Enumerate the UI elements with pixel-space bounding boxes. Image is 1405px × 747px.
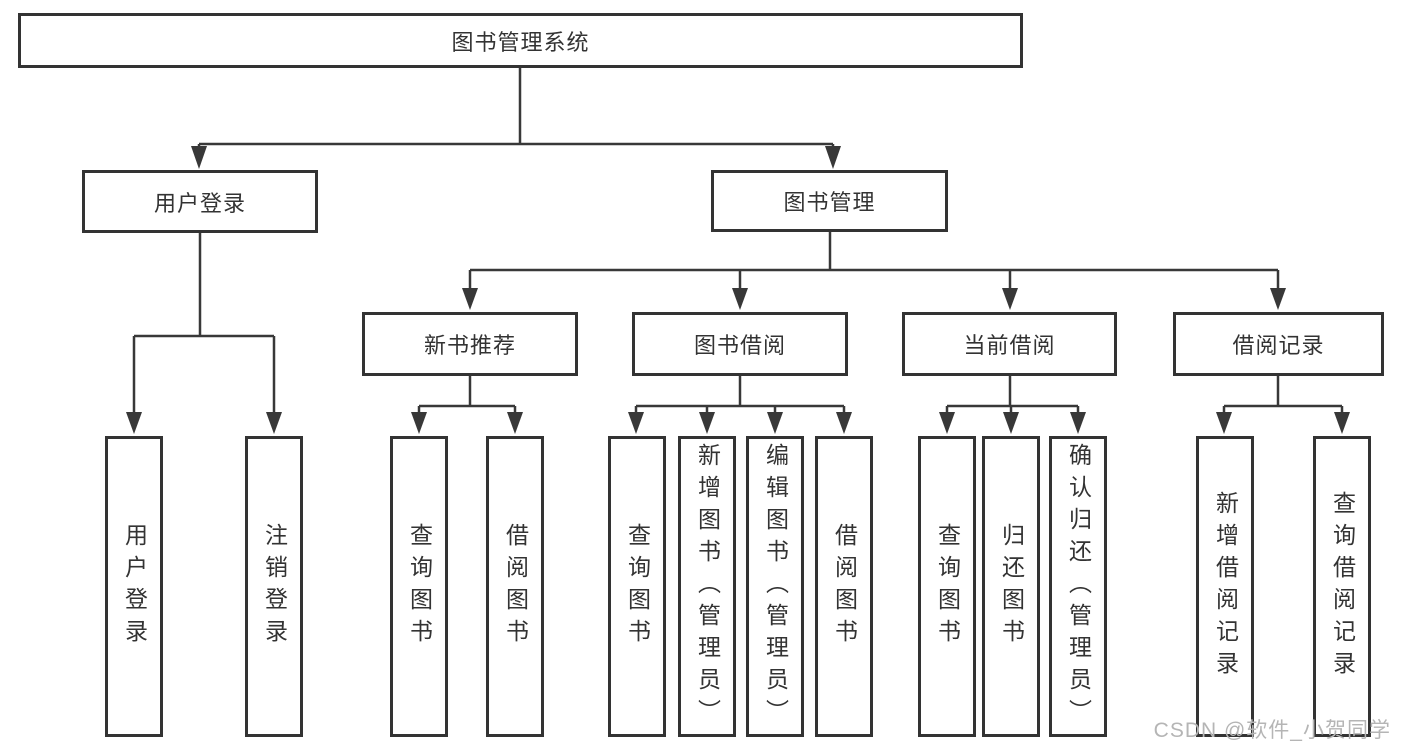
node-label: 确认归还（管理员） bbox=[1065, 442, 1092, 731]
node-label: 查询图书 bbox=[934, 522, 961, 651]
node-label: 归还图书 bbox=[998, 522, 1025, 651]
node-book-borrowing: 图书借阅 bbox=[632, 312, 848, 376]
leaf-edit-books-admin: 编辑图书（管理员） bbox=[746, 436, 804, 737]
node-label: 查询图书 bbox=[624, 522, 651, 651]
leaf-confirm-return-admin: 确认归还（管理员） bbox=[1049, 436, 1107, 737]
node-label: 注销登录 bbox=[261, 522, 288, 651]
node-label: 借阅图书 bbox=[502, 522, 529, 651]
node-label: 图书管理 bbox=[783, 190, 876, 215]
node-label: 用户登录 bbox=[121, 522, 148, 651]
leaf-borrow-books-recommend: 借阅图书 bbox=[486, 436, 544, 737]
leaf-query-books-borrow: 查询图书 bbox=[608, 436, 666, 737]
node-label: 图书管理系统 bbox=[451, 29, 590, 55]
node-label: 查询借阅记录 bbox=[1329, 490, 1356, 683]
node-label: 借阅记录 bbox=[1232, 333, 1325, 358]
leaf-borrow-books: 借阅图书 bbox=[815, 436, 873, 737]
node-library-management-system: 图书管理系统 bbox=[18, 13, 1023, 68]
node-label: 当前借阅 bbox=[963, 333, 1056, 358]
leaf-query-books-recommend: 查询图书 bbox=[390, 436, 448, 737]
leaf-user-login: 用户登录 bbox=[105, 436, 163, 737]
node-label: 新增图书（管理员） bbox=[694, 442, 721, 731]
leaf-add-borrow-record: 新增借阅记录 bbox=[1196, 436, 1254, 737]
node-label: 新书推荐 bbox=[423, 333, 516, 358]
leaf-query-borrow-record: 查询借阅记录 bbox=[1313, 436, 1371, 737]
watermark: CSDN @软件_小贺同学 bbox=[1153, 719, 1391, 742]
node-label: 查询图书 bbox=[406, 522, 433, 651]
node-label: 借阅图书 bbox=[831, 522, 858, 651]
node-book-management: 图书管理 bbox=[711, 170, 948, 232]
node-borrowing-records: 借阅记录 bbox=[1173, 312, 1384, 376]
node-label: 新增借阅记录 bbox=[1212, 490, 1239, 683]
node-new-book-recommendation: 新书推荐 bbox=[362, 312, 578, 376]
node-label: 用户登录 bbox=[153, 190, 246, 216]
leaf-logout: 注销登录 bbox=[245, 436, 303, 737]
node-current-borrowing: 当前借阅 bbox=[902, 312, 1117, 376]
arrowhead-icons bbox=[126, 146, 1350, 434]
leaf-add-books-admin: 新增图书（管理员） bbox=[678, 436, 736, 737]
leaf-query-books-current: 查询图书 bbox=[918, 436, 976, 737]
node-user-login: 用户登录 bbox=[82, 170, 318, 233]
node-label: 编辑图书（管理员） bbox=[762, 442, 789, 731]
leaf-return-books: 归还图书 bbox=[982, 436, 1040, 737]
node-label: 图书借阅 bbox=[693, 333, 786, 358]
